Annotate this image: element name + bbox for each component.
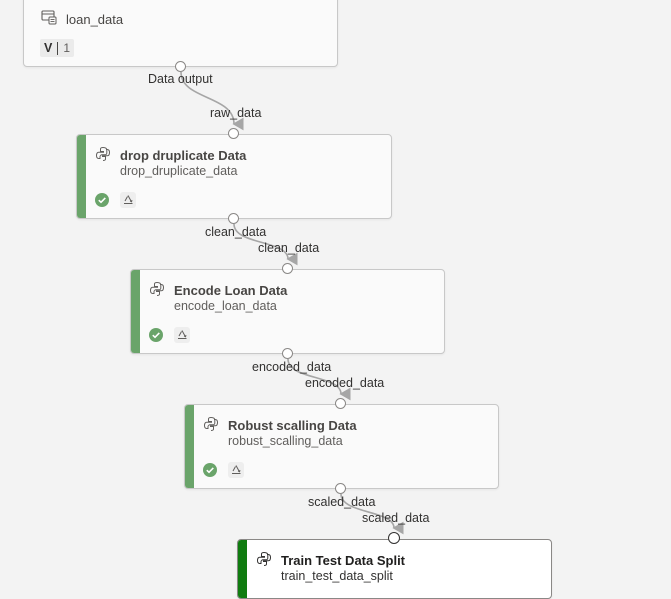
recycle-icon <box>228 462 244 478</box>
component-node-train-test-split[interactable]: Train Test Data Split train_test_data_sp… <box>237 539 552 599</box>
port-label-data-output: Data output <box>148 72 213 86</box>
check-circle-icon <box>149 328 163 342</box>
port-label-raw-data: raw_data <box>210 106 262 120</box>
input-port-raw-data[interactable] <box>228 128 239 139</box>
status-accent-bar <box>185 405 194 488</box>
component-node-encode-loan[interactable]: Encode Loan Data encode_loan_data <box>130 269 445 354</box>
component-subtitle: drop_druplicate_data <box>120 164 238 178</box>
check-circle-icon <box>203 463 217 477</box>
python-icon <box>256 551 272 566</box>
python-icon <box>149 281 165 296</box>
component-node-robust-scaling[interactable]: Robust scalling Data robust_scalling_dat… <box>184 404 499 489</box>
recycle-icon <box>174 327 190 343</box>
edges-layer <box>180 71 404 535</box>
component-subtitle: encode_loan_data <box>174 299 277 313</box>
python-icon <box>95 146 111 161</box>
input-port-clean-data[interactable] <box>282 263 293 274</box>
component-node-drop-duplicate[interactable]: drop druplicate Data drop_druplicate_dat… <box>76 134 392 219</box>
output-port-clean-data[interactable] <box>228 213 239 224</box>
version-separator <box>57 41 59 55</box>
edge-robust-to-split <box>340 493 404 535</box>
version-letter: V <box>44 41 53 55</box>
dataset-icon <box>41 10 57 25</box>
input-port-encoded-data[interactable] <box>335 398 346 409</box>
version-badge: V 1 <box>40 39 75 57</box>
status-accent-bar <box>131 270 140 353</box>
port-label-clean-data-out: clean_data <box>205 225 267 239</box>
port-label-encoded-data-out: encoded_data <box>252 360 332 374</box>
check-circle-icon <box>95 193 109 207</box>
component-title: Encode Loan Data <box>174 283 288 298</box>
version-number: 1 <box>63 41 71 55</box>
output-port-data-output[interactable] <box>175 61 186 72</box>
dataset-node-loan-data[interactable]: loan_data V 1 <box>23 0 338 67</box>
edge-drop-to-encode <box>233 223 298 266</box>
output-port-scaled-data[interactable] <box>335 483 346 494</box>
port-label-scaled-data-in: scaled_data <box>362 511 430 525</box>
python-icon <box>203 416 219 431</box>
input-port-scaled-data[interactable] <box>388 532 400 544</box>
port-label-clean-data-in: clean_data <box>258 241 320 255</box>
output-port-encoded-data[interactable] <box>282 348 293 359</box>
component-title: Train Test Data Split <box>281 553 406 568</box>
recycle-icon <box>120 192 136 208</box>
edge-loan-to-drop <box>180 71 244 131</box>
dataset-name: loan_data <box>66 12 124 27</box>
status-accent-bar <box>238 540 247 598</box>
edge-encode-to-robust <box>287 358 351 401</box>
component-title: drop druplicate Data <box>120 148 247 163</box>
status-accent-bar <box>77 135 86 218</box>
component-subtitle: train_test_data_split <box>281 569 393 583</box>
component-title: Robust scalling Data <box>228 418 357 433</box>
port-label-encoded-data-in: encoded_data <box>305 376 385 390</box>
component-subtitle: robust_scalling_data <box>228 434 343 448</box>
port-label-scaled-data-out: scaled_data <box>308 495 376 509</box>
